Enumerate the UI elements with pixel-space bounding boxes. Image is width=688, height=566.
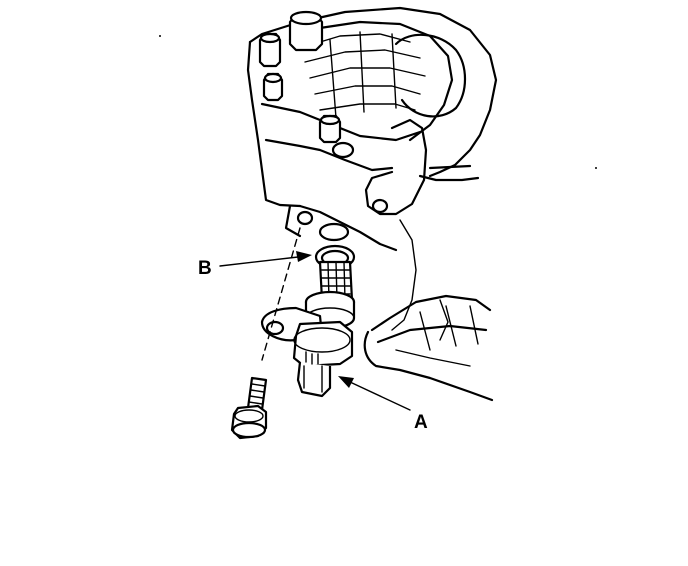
alignment-line bbox=[261, 227, 301, 361]
callout-b: B bbox=[198, 251, 312, 279]
callout-a-label: A bbox=[414, 412, 428, 433]
vehicle-speed-sensor bbox=[260, 260, 356, 398]
transmission-housing bbox=[246, 6, 498, 402]
mounting-bolt bbox=[230, 376, 268, 440]
callout-a: A bbox=[338, 376, 428, 433]
callout-b-label: B bbox=[198, 258, 212, 279]
flange-bolt-heads bbox=[258, 10, 342, 144]
